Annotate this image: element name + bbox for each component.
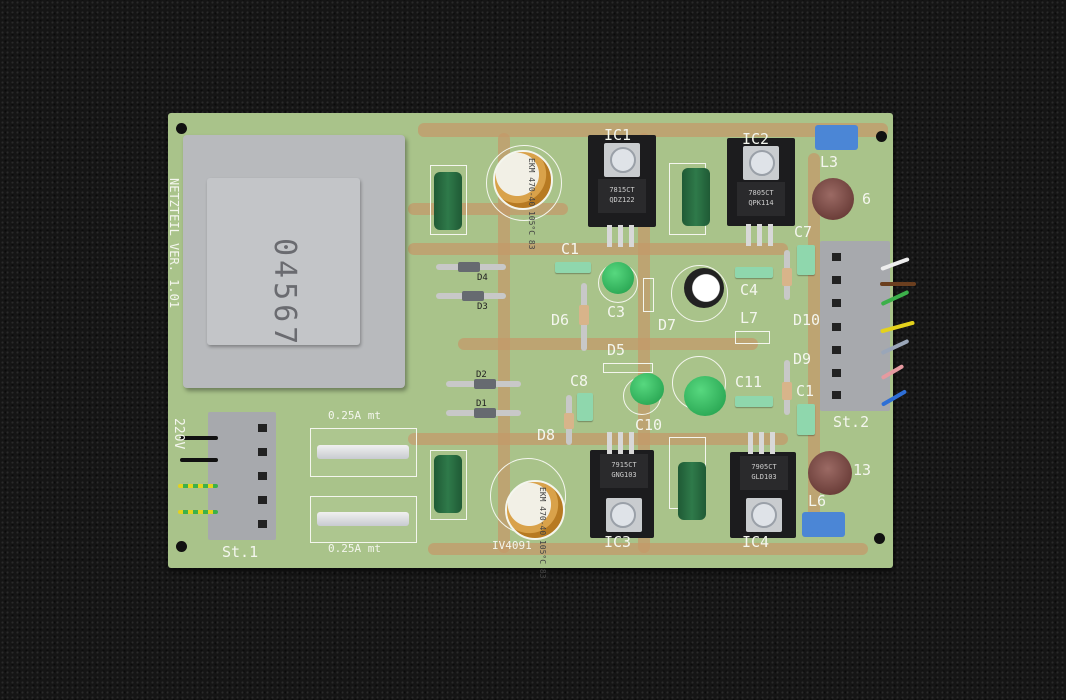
inductor	[678, 462, 706, 520]
capacitor-c8	[577, 393, 593, 421]
capacitor-c13	[808, 451, 852, 495]
diode-d10	[782, 250, 792, 300]
wire-earth	[178, 484, 218, 488]
capacitor-outline	[486, 145, 562, 221]
fuse-rating-top: 0.25A mt	[328, 409, 381, 422]
label-ic4: IC4	[742, 533, 770, 551]
capacitor-marking: EKM 470-40 105°C 83	[538, 487, 547, 579]
inductor	[682, 168, 710, 226]
connector-st1[interactable]	[208, 412, 276, 540]
capacitor-l3	[815, 125, 858, 150]
diode-d1	[446, 408, 521, 418]
wire-earth	[178, 510, 218, 514]
wire-brown	[880, 282, 916, 286]
diode-d2	[446, 379, 521, 389]
regulator-ic4: 7905CT GLD103	[730, 432, 796, 538]
diode-d8	[564, 395, 574, 445]
electrolytic-capacitor-bottom	[505, 480, 565, 540]
fuse-rating-bottom: 0.25A mt	[328, 542, 381, 555]
regulator-ic2: 7805CT QPK114	[727, 138, 795, 246]
transformer-core: 04567	[207, 178, 360, 349]
connector-st2[interactable]	[820, 241, 890, 411]
electrolytic-capacitor-small	[684, 268, 724, 308]
label-ic3: IC3	[604, 533, 632, 551]
fuse-holder-top[interactable]	[310, 428, 417, 477]
label-ic2: IC2	[742, 130, 770, 148]
capacitor-c1	[555, 262, 591, 273]
board-title: NETZTEIL VER. 1.01	[167, 178, 181, 309]
voltage-label: 220V	[171, 418, 186, 450]
inductor	[434, 455, 462, 513]
diode-d9	[782, 360, 792, 415]
diode-d4	[436, 262, 506, 272]
tantalum-capacitor-c10	[630, 373, 664, 405]
regulator-ic1: 7815CT QDZ122	[588, 135, 656, 247]
transformer: 04567	[183, 135, 405, 388]
capacitor-c11	[735, 396, 773, 407]
capacitor-c12	[797, 404, 815, 435]
part-code: IV4091	[492, 539, 532, 552]
label-ic1: IC1	[604, 126, 632, 144]
capacitor-marking: EKM 470-40 105°C 83	[527, 158, 536, 250]
diode-d5-footprint	[603, 363, 653, 373]
transformer-number: 04567	[267, 238, 302, 349]
diode-d7-footprint	[643, 278, 654, 312]
capacitor-c6	[812, 178, 854, 220]
capacitor-c7	[797, 245, 815, 275]
diode-d3	[436, 291, 506, 301]
fuse-holder-bottom[interactable]	[310, 496, 417, 543]
tantalum-capacitor-c3	[602, 262, 634, 294]
inductor-l7-footprint	[735, 331, 770, 344]
regulator-ic3: 7915CT GNG103	[590, 432, 654, 538]
capacitor-l6	[802, 512, 845, 537]
inductor	[434, 172, 462, 230]
electrolytic-capacitor-top	[493, 150, 553, 210]
wire-black	[180, 458, 218, 462]
capacitor-c4	[735, 267, 773, 278]
tantalum-capacitor	[684, 376, 726, 416]
diode-d6	[579, 283, 589, 351]
wire-black	[180, 436, 218, 440]
